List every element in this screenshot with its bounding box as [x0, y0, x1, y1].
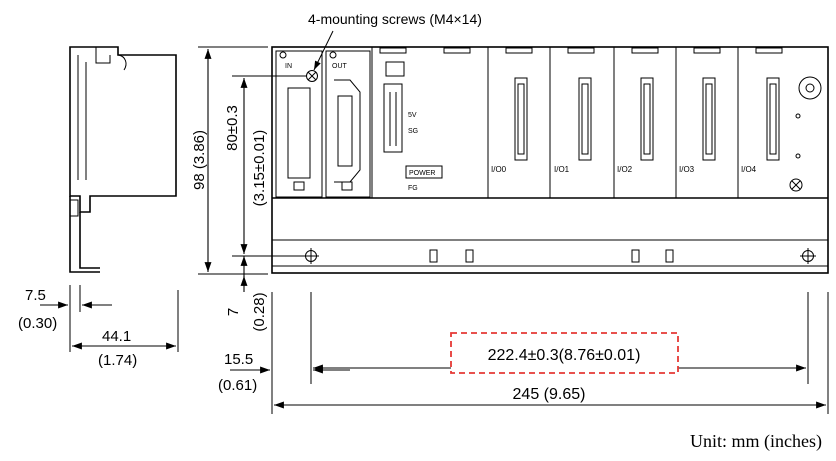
slot-label-io4: I/O4: [741, 165, 757, 174]
label-5v: 5V: [408, 112, 417, 119]
dim-hole-pitch: 222.4±0.3(8.76±0.01): [488, 347, 641, 364]
label-fg: FG: [408, 185, 418, 192]
unit-note: Unit: mm (inches): [690, 431, 822, 452]
dim-left-offset-mm: 15.5: [224, 351, 253, 368]
dim-width-total: 245 (9.65): [513, 386, 586, 403]
front-view: [271, 46, 829, 274]
dim-bottom-offset-in: (0.28): [251, 292, 268, 331]
dim-depth-in: (1.74): [98, 352, 137, 369]
hole-pitch-highlight: [450, 332, 679, 374]
dim-side-offset-in: (0.30): [18, 315, 57, 332]
label-sg: SG: [408, 128, 418, 135]
dim-left-offset-in: (0.61): [218, 377, 257, 394]
label-out: OUT: [332, 63, 348, 70]
label-in: IN: [285, 63, 292, 70]
slot-connectors: [514, 77, 780, 161]
side-view: [69, 46, 177, 273]
slot-label-io0: I/O0: [491, 165, 507, 174]
dim-vertical-pitch-in: (3.15±0.01): [251, 130, 268, 207]
dim-side-offset-mm: 7.5: [25, 287, 46, 304]
slot-label-io2: I/O2: [617, 165, 633, 174]
label-power: POWER: [409, 170, 435, 177]
screws-callout: 4-mounting screws (M4×14): [308, 11, 482, 27]
slot-label-io3: I/O3: [679, 165, 695, 174]
dim-bottom-offset-mm: 7: [225, 308, 242, 316]
dim-vertical-pitch-mm: 80±0.3: [224, 105, 241, 151]
slot-label-io1: I/O1: [554, 165, 570, 174]
dim-depth-mm: 44.1: [102, 328, 131, 345]
dim-height-total: 98 (3.86): [191, 130, 208, 190]
